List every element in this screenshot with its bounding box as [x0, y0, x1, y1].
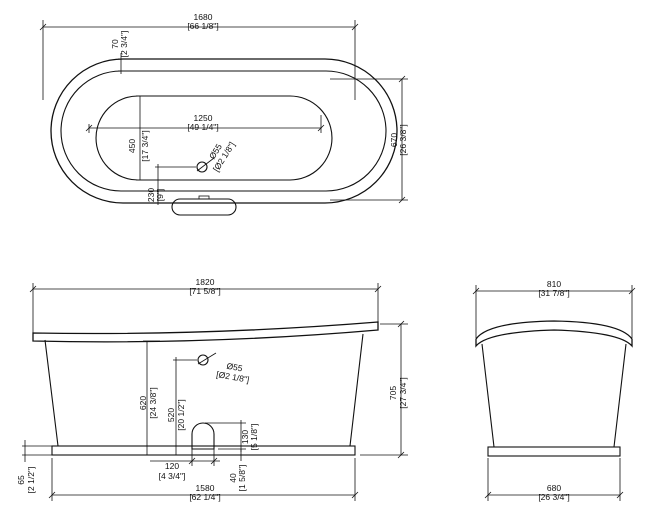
front-pipe-clearance-mm: 40 — [228, 473, 238, 483]
front-height-dimension: 705 [27 3/4"] — [360, 320, 408, 459]
front-body — [44, 333, 364, 447]
front-overflow-height-in: [24 3/8"] — [148, 387, 158, 418]
front-pipe-height-in: [5 1/8"] — [249, 424, 259, 451]
front-plinth-height-in: [2 1/2"] — [26, 467, 36, 494]
plan-length-in: [66 1/8"] — [187, 21, 218, 31]
front-waste-label: Ø55 [Ø2 1/8"] — [216, 361, 250, 385]
plan-basin-outline — [95, 95, 333, 181]
plan-inner-width-mm: 450 — [127, 139, 137, 153]
front-length-mm: 1820 — [196, 277, 215, 287]
side-base-width-mm: 680 — [547, 483, 561, 493]
side-rim — [475, 320, 633, 348]
plan-rim-dimension: 70 [2 3/4"] — [110, 31, 129, 74]
plan-width-mm: 670 — [389, 133, 399, 147]
plan-waste-label: Ø55 [Ø2 1/8"] — [207, 140, 237, 174]
front-pipe-height-dimension: 130 [5 1/8"] — [205, 420, 259, 452]
front-pipe-clearance-in: [1 5/8"] — [237, 465, 247, 492]
front-elevation: 1820 [71 5/8"] 705 [27 3/4"] 620 [24 3/8… — [16, 277, 408, 502]
plan-length-dimension: 1680 [66 1/8"] — [39, 12, 359, 100]
side-body — [481, 343, 627, 448]
side-base-width-dimension: 680 [26 3/4"] — [484, 458, 624, 502]
front-plinth — [51, 445, 356, 456]
plan-overflow-slot — [198, 195, 210, 200]
side-width-in: [31 7/8"] — [538, 288, 569, 298]
plan-width-dimension: 670 [26 3/8"] — [330, 75, 408, 204]
front-rim — [32, 321, 379, 343]
front-height-mm: 705 — [388, 386, 398, 400]
front-pipe-clearance-dimension: 40 [1 5/8"] — [218, 449, 247, 491]
front-waste-height-dimension: 520 [20 1/2"] — [166, 357, 197, 456]
front-overflow-height-mm: 620 — [138, 396, 148, 410]
front-overflow-height-dimension: 620 [24 3/8"] — [138, 340, 160, 456]
plan-inner-length-mm: 1250 — [194, 113, 213, 123]
plan-waste-offset-dimension: 230 [9"] — [146, 164, 196, 205]
front-base-length-dimension: 1580 [62 1/4"] — [48, 458, 359, 502]
front-waste-height-mm: 520 — [166, 408, 176, 422]
plan-rim-in: [2 3/4"] — [119, 31, 129, 58]
side-plinth — [487, 446, 621, 457]
side-elevation: 810 [31 7/8"] 680 [26 3/4"] — [472, 279, 636, 502]
front-waste-height-in: [20 1/2"] — [176, 399, 186, 430]
front-base-length-in: [62 1/4"] — [189, 492, 220, 502]
front-waste-pipe — [191, 422, 215, 450]
side-base-width-in: [26 3/4"] — [538, 492, 569, 502]
plan-inner-width-in: [17 3/4"] — [140, 130, 150, 161]
plan-inner-length-in: [49 1/4"] — [187, 122, 218, 132]
front-pipe-width-dimension: 120 [4 3/4"] — [150, 449, 220, 481]
plan-rim-inner-outline — [60, 70, 387, 192]
plan-view: 1680 [66 1/8"] 70 [2 3/4"] 1250 [49 1/4"… — [39, 12, 408, 216]
front-pipe-width-in: [4 3/4"] — [159, 471, 186, 481]
front-waste-mm: Ø55 — [226, 361, 244, 374]
front-waste-in: [Ø2 1/8"] — [216, 369, 250, 385]
side-width-mm: 810 — [547, 279, 561, 289]
plan-rim-mm: 70 — [110, 39, 120, 49]
front-length-in: [71 5/8"] — [189, 286, 220, 296]
front-pipe-width-mm: 120 — [165, 461, 179, 471]
front-base-length-mm: 1580 — [196, 483, 215, 493]
plan-width-in: [26 3/8"] — [398, 124, 408, 155]
front-pipe-height-mm: 130 — [240, 430, 250, 444]
front-length-dimension: 1820 [71 5/8"] — [29, 277, 382, 334]
front-plinth-height-mm: 65 — [16, 475, 26, 485]
plan-length-mm: 1680 — [194, 12, 213, 22]
plan-inner-length-dimension: 1250 [49 1/4"] — [85, 113, 325, 133]
plan-waste-offset-mm: 230 — [146, 188, 156, 202]
plan-tap-deck — [171, 198, 237, 216]
side-width-dimension: 810 [31 7/8"] — [472, 279, 636, 338]
plan-inner-width-dimension: 450 [17 3/4"] — [127, 95, 150, 181]
plan-waste-symbol — [196, 157, 215, 173]
front-height-in: [27 3/4"] — [398, 377, 408, 408]
front-plinth-height-dimension: 65 [2 1/2"] — [16, 440, 56, 493]
plan-outer-outline — [50, 58, 398, 204]
plan-waste-offset-in: [9"] — [155, 189, 165, 201]
front-waste-symbol — [197, 352, 217, 366]
